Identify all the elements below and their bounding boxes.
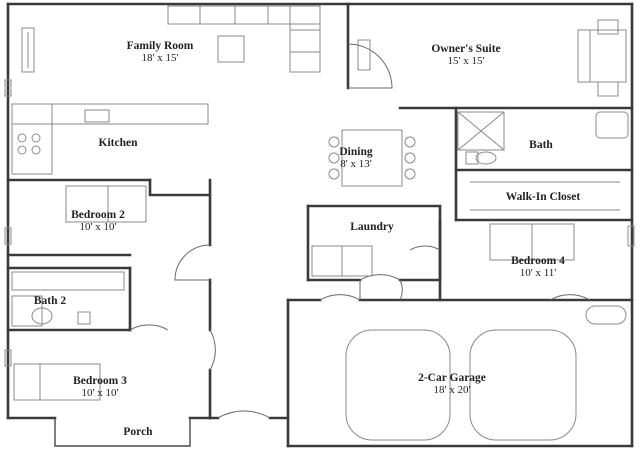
dining-label: Dining xyxy=(339,146,372,158)
exterior-walls xyxy=(6,2,634,448)
owners-suite-size: 15' x 15' xyxy=(448,55,485,67)
fixtures xyxy=(4,5,635,441)
garage-label: 2-Car Garage xyxy=(418,372,486,384)
bath-label: Bath xyxy=(529,139,553,151)
bedroom-4-label: Bedroom 4 xyxy=(511,255,565,267)
bedroom-3-label: Bedroom 3 xyxy=(73,375,127,387)
bath-2-label: Bath 2 xyxy=(34,295,67,307)
dining-size: 8' x 13' xyxy=(340,158,371,170)
bedroom-2-size: 10' x 10' xyxy=(80,221,117,233)
porch-label: Porch xyxy=(123,426,153,438)
walk-in-closet-label: Walk-In Closet xyxy=(506,191,581,203)
interior-walls xyxy=(6,2,634,420)
garage-size: 18' x 20' xyxy=(434,384,471,396)
bedroom-2-label: Bedroom 2 xyxy=(71,209,125,221)
laundry-label: Laundry xyxy=(350,221,394,233)
family-room-size: 18' x 15' xyxy=(142,52,179,64)
room-labels: Family Room 18' x 15' Owner's Suite 15' … xyxy=(34,40,581,438)
doors xyxy=(129,43,591,419)
owners-suite-label: Owner's Suite xyxy=(431,43,500,55)
bedroom-4-size: 10' x 11' xyxy=(520,267,557,279)
family-room-label: Family Room xyxy=(127,40,194,52)
bedroom-3-size: 10' x 10' xyxy=(82,387,119,399)
kitchen-label: Kitchen xyxy=(99,137,139,149)
